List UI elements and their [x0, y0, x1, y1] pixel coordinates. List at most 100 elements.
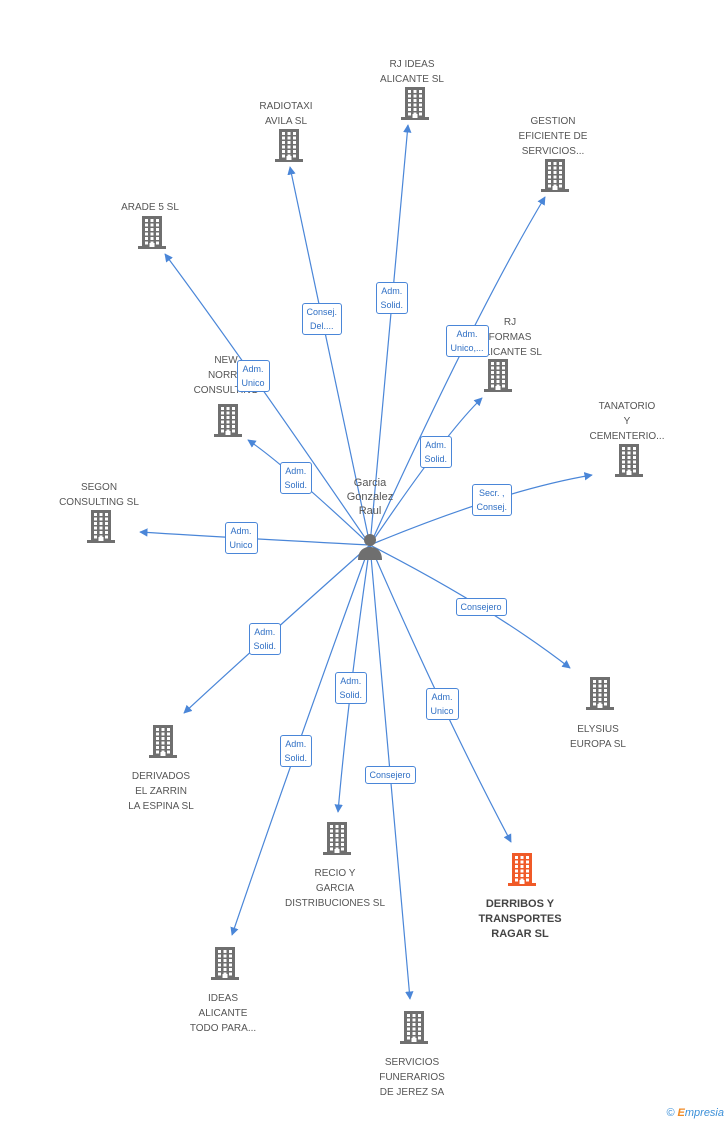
company-node-arade[interactable]: ARADE 5 SL	[85, 200, 215, 215]
relation-badge-recio[interactable]: Adm.Solid.	[334, 672, 368, 704]
building-icon[interactable]	[586, 676, 614, 710]
relation-badge-rj-ideas[interactable]: Adm.Solid.	[375, 282, 409, 314]
relation-badge-radiotaxi[interactable]: Consej.Del....	[301, 303, 343, 335]
building-icon[interactable]	[149, 724, 177, 758]
relation-label-line: Adm.	[431, 692, 453, 702]
center-label-line: Garcia	[353, 477, 387, 489]
company-label-line: CEMENTERIO...	[589, 431, 665, 442]
relation-badge-ideas-alicante[interactable]: Adm.Solid.	[279, 735, 313, 767]
company-label-line: GESTION	[530, 116, 576, 127]
relation-badge-gestion[interactable]: Adm.Unico,...	[445, 325, 489, 357]
building-icon[interactable]	[323, 821, 351, 855]
company-label-line: LA ESPINA SL	[128, 801, 194, 812]
company-label-line: DERRIBOS Y	[485, 898, 555, 910]
company-icon-new-norrs[interactable]	[214, 403, 242, 442]
relation-badge-rj-formas[interactable]: Adm.Solid.	[419, 436, 453, 468]
company-label-line: ARADE 5 SL	[121, 202, 179, 213]
building-icon[interactable]	[87, 509, 115, 543]
empresia-logo[interactable]: © Empresia	[666, 1107, 724, 1119]
center-label-line: Raul	[358, 505, 382, 517]
company-label-line: NORRS	[207, 370, 245, 381]
company-label-line: EL ZARRIN	[135, 786, 187, 797]
company-label-line: ELYSIUS	[577, 724, 619, 735]
relation-label-line: Solid.	[284, 753, 308, 763]
relation-label-line: Unico	[241, 378, 265, 388]
relation-badge-derivados[interactable]: Adm.Solid.	[248, 623, 282, 655]
company-icon-elysius[interactable]	[586, 676, 614, 715]
company-label[interactable]: SERVICIOS FUNERARIOS DE JEREZ SA	[347, 1055, 477, 1100]
company-label-line: RJ	[503, 317, 517, 328]
company-icon-ideas-alicante[interactable]	[211, 946, 239, 985]
company-icon-tanatorio[interactable]	[615, 443, 643, 482]
relation-badge-elysius[interactable]: Consejero	[455, 598, 507, 616]
building-icon[interactable]	[214, 403, 242, 437]
relation-badge-derribos[interactable]: Adm. Unico	[425, 688, 459, 720]
building-icon[interactable]	[401, 86, 429, 120]
company-label[interactable]: ARADE 5 SL	[85, 200, 215, 215]
company-icon-radiotaxi[interactable]	[275, 128, 303, 167]
company-label-line: CONSULTING SL	[59, 497, 139, 508]
company-icon-arade[interactable]	[138, 215, 166, 254]
relation-badge-tanatorio[interactable]: Secr. ,Consej.	[471, 484, 513, 516]
company-node-servicios[interactable]: SERVICIOS FUNERARIOS DE JEREZ SA	[347, 1055, 477, 1100]
company-icon-derribos[interactable]	[508, 852, 536, 891]
company-label-line: RAGAR SL	[491, 928, 549, 940]
company-label-line: ALICANTE SL	[380, 74, 444, 85]
company-icon-derivados[interactable]	[149, 724, 177, 763]
relation-badge-segon[interactable]: Adm.Unico	[224, 522, 258, 554]
company-icon-servicios[interactable]	[400, 1010, 428, 1049]
company-icon-rj-formas[interactable]	[484, 358, 512, 397]
person-icon[interactable]	[356, 532, 384, 560]
relation-badge-new-norrs[interactable]: Adm.Solid.	[279, 462, 313, 494]
relation-label-line: Adm.	[381, 286, 403, 296]
company-icon-rj-ideas[interactable]	[401, 86, 429, 125]
company-label-line: SERVICIOS...	[521, 146, 585, 157]
company-label-line: FUNERARIOS	[379, 1072, 445, 1083]
relation-badge-arade[interactable]: Adm.Unico	[236, 360, 270, 392]
building-icon[interactable]	[508, 852, 536, 886]
relation-label-line: Adm.	[340, 676, 362, 686]
company-label-line: SERVICIOS	[384, 1057, 440, 1068]
building-icon[interactable]	[275, 128, 303, 162]
relation-label-line: Adm.	[456, 329, 478, 339]
company-node-elysius[interactable]: ELYSIUS EUROPA SL	[533, 722, 663, 752]
building-icon[interactable]	[541, 158, 569, 192]
company-icon-segon[interactable]	[87, 509, 115, 548]
building-icon[interactable]	[484, 358, 512, 392]
company-label-line: EUROPA SL	[570, 739, 626, 750]
relation-badge-servicios[interactable]: Consejero	[364, 766, 416, 784]
company-label[interactable]: ELYSIUS EUROPA SL	[533, 722, 663, 752]
company-label-line: DE JEREZ SA	[379, 1087, 445, 1098]
building-icon[interactable]	[211, 946, 239, 980]
relation-label-line: Unico	[430, 706, 454, 716]
building-icon[interactable]	[615, 443, 643, 477]
company-icon-gestion[interactable]	[541, 158, 569, 197]
building-icon[interactable]	[400, 1010, 428, 1044]
company-icon-recio[interactable]	[323, 821, 351, 860]
building-icon[interactable]	[138, 215, 166, 249]
